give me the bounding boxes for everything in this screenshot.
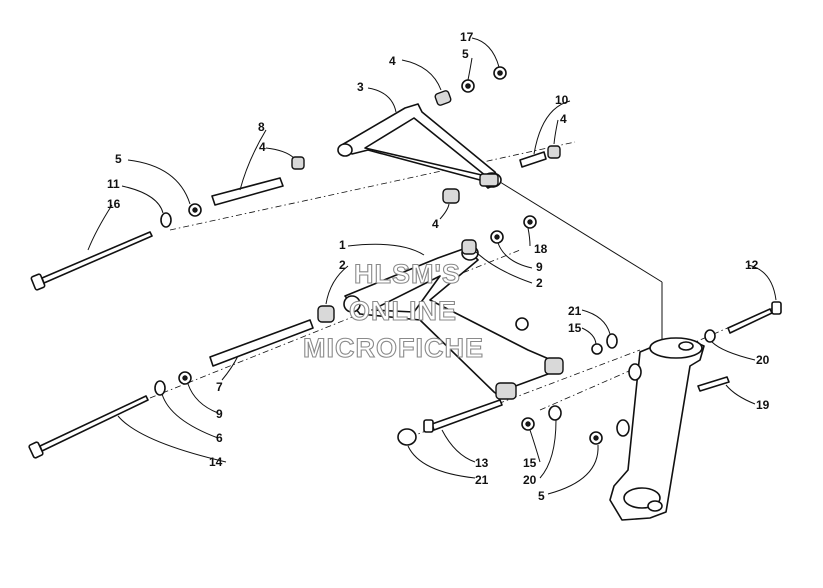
callout-19: 19 [756, 398, 770, 412]
callout-21-lower: 21 [475, 473, 489, 487]
callout-4-right: 4 [560, 112, 567, 126]
callout-5-left: 5 [115, 152, 122, 166]
callout-21-upper: 21 [568, 304, 582, 318]
sleeve-10 [519, 145, 561, 168]
lower-arm-axis [149, 249, 521, 399]
bolt-5-top [461, 79, 475, 93]
watermark-line-1: HLSM'S [354, 259, 461, 289]
nut-17 [493, 66, 507, 80]
callout-5-lower: 5 [538, 489, 545, 503]
callout-5-top: 5 [462, 47, 469, 61]
callout-4-top: 4 [389, 54, 396, 68]
callout-8: 8 [258, 120, 265, 134]
callout-4-left: 4 [259, 140, 266, 154]
callout-7: 7 [216, 380, 223, 394]
bolt-5-left [188, 203, 202, 217]
cap-21-lower [397, 428, 417, 446]
nut-15-upper [591, 343, 603, 355]
watermark-line-3: MICROFICHE [303, 333, 484, 363]
bushing-4-top [434, 90, 452, 106]
callout-2-right: 2 [536, 276, 543, 290]
washer-20-lower [548, 405, 562, 421]
callout-6: 6 [216, 431, 223, 445]
nut-18 [523, 215, 537, 229]
bolt-12 [727, 301, 782, 334]
bushing-2-right [461, 239, 477, 255]
washer-21-upper [606, 333, 618, 349]
callout-13: 13 [475, 456, 489, 470]
bolt-16 [30, 231, 153, 291]
bushing-4-lower [442, 188, 460, 204]
callout-15-lower: 15 [523, 456, 537, 470]
upper-a-arm [337, 103, 502, 189]
sleeve-7 [209, 319, 314, 367]
watermark-line-2: ONLINE [349, 296, 457, 326]
callout-9-lower: 9 [216, 407, 223, 421]
callout-9-upper: 9 [536, 260, 543, 274]
pin-19 [697, 376, 730, 392]
callout-10: 10 [555, 93, 569, 107]
nut-15-lower [521, 417, 535, 431]
bolt-14 [28, 395, 149, 459]
sleeve-8 [211, 177, 284, 206]
spindle [609, 337, 705, 521]
bolt-5-lower [589, 431, 603, 445]
bolt-9-lower [178, 371, 192, 385]
callout-12: 12 [745, 258, 759, 272]
callout-4-lower: 4 [432, 217, 439, 231]
callout-3: 3 [357, 80, 364, 94]
callout-14: 14 [209, 455, 223, 469]
upper-arm-axis [169, 141, 576, 231]
callout-11: 11 [107, 177, 120, 191]
upper-arm-to-spindle-line [499, 181, 663, 283]
washer-11 [160, 212, 172, 228]
callout-20-upper: 20 [756, 353, 770, 367]
bushing-4-upper-left [291, 156, 305, 170]
callout-16: 16 [107, 197, 121, 211]
washer-6 [154, 380, 166, 396]
bolt-9-upper [490, 230, 504, 244]
callout-20-lower: 20 [523, 473, 537, 487]
callout-15-upper: 15 [568, 321, 582, 335]
callout-17: 17 [460, 30, 474, 44]
bushing-2-left [317, 305, 335, 323]
callout-1: 1 [339, 238, 346, 252]
callout-2-left: 2 [339, 258, 346, 272]
bolt-13 [423, 399, 503, 433]
callout-18: 18 [534, 242, 548, 256]
washer-20-upper [704, 329, 716, 343]
